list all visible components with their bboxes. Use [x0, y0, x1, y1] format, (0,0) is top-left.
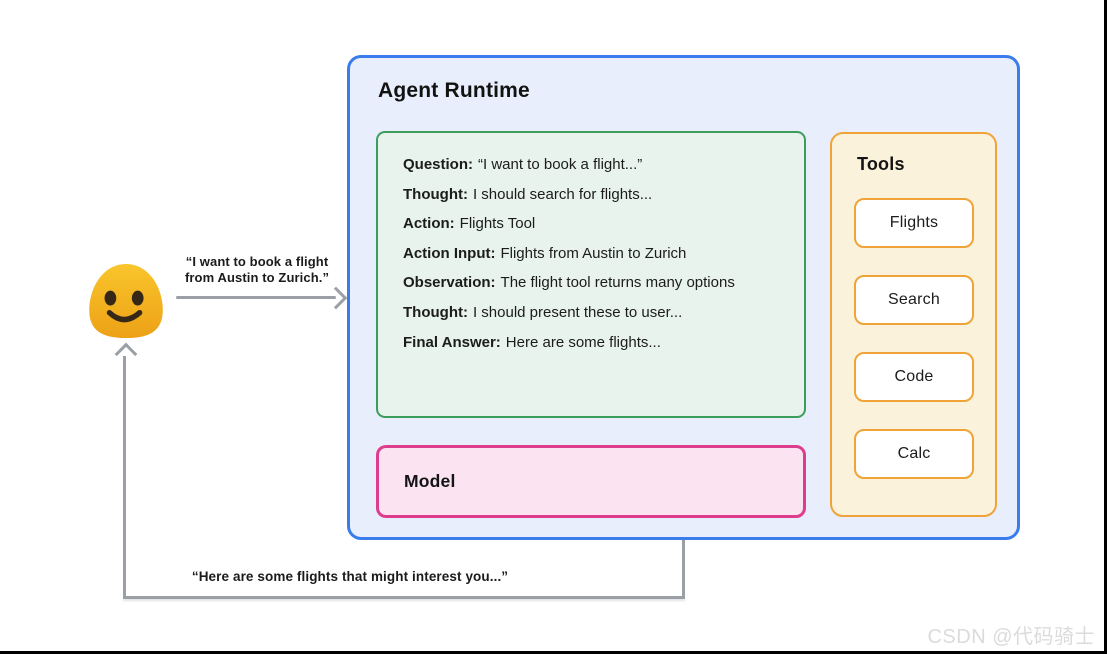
scratchpad-text: Here are some flights...: [505, 333, 661, 351]
user-request-line2: from Austin to Zurich.”: [184, 269, 330, 285]
tool-button-calc: Calc: [854, 429, 974, 479]
scratchpad-line-action-input: Action Input:Flights from Austin to Zuri…: [403, 239, 790, 269]
scratchpad-line-thought-2: Thought:I should present these to user..…: [403, 298, 790, 328]
scratchpad-line-final-answer: Final Answer:Here are some flights...: [403, 328, 790, 358]
csdn-watermark: CSDN @代码骑士: [927, 626, 1095, 648]
tool-button-code: Code: [854, 352, 974, 402]
scratchpad-label: Action:: [403, 215, 455, 233]
scratchpad-text: Flights from Austin to Zurich: [500, 244, 687, 262]
scratchpad-label: Thought:: [403, 185, 468, 203]
response-line-up: [123, 356, 126, 599]
response-line-down: [682, 540, 685, 598]
scratchpad-line-observation: Observation:The flight tool returns many…: [403, 268, 790, 298]
blob-smiley-icon: [89, 263, 163, 339]
scratchpad-line-thought-1: Thought:I should search for flights...: [403, 180, 790, 210]
tool-button-flights: Flights: [854, 198, 974, 248]
response-arrowhead-icon: [114, 342, 138, 366]
scratchpad-text: I should present these to user...: [472, 303, 683, 321]
scratchpad-label: Action Input:: [403, 244, 496, 262]
user-request-caption: “I want to book a flight from Austin to …: [168, 254, 346, 286]
tools-title: Tools: [857, 154, 905, 174]
tool-button-search: Search: [854, 275, 974, 325]
scratchpad-label: Thought:: [403, 303, 468, 321]
user-request-line1: “I want to book a flight: [185, 254, 329, 269]
request-arrow-line: [176, 296, 336, 299]
scratchpad-label: Final Answer:: [403, 333, 501, 351]
scratchpad-text: “I want to book a flight...”: [478, 156, 643, 173]
agent-runtime-title: Agent Runtime: [378, 79, 530, 102]
scratchpad-line-question: Question: “I want to book a flight...”: [403, 150, 790, 180]
scratchpad-text: The flight tool returns many options: [500, 274, 735, 292]
agent-response-caption: “Here are some flights that might intere…: [191, 569, 509, 584]
scratchpad-text: I should search for flights...: [472, 185, 653, 203]
response-line-across: [123, 596, 685, 599]
tools-panel: Tools Flights Search Code Calc: [830, 132, 997, 517]
model-label: Model: [404, 471, 456, 491]
scratchpad-line-action: Action:Flights Tool: [403, 209, 790, 239]
request-arrowhead-icon: [324, 286, 348, 310]
scratchpad-label: Observation:: [403, 274, 496, 292]
model-panel: Model: [376, 445, 806, 518]
scratchpad-text: Flights Tool: [459, 215, 536, 233]
user-emoji: [84, 262, 168, 340]
scratchpad-label: Question:: [403, 156, 473, 173]
scratchpad-panel: Question: “I want to book a flight...” Th…: [376, 131, 806, 418]
